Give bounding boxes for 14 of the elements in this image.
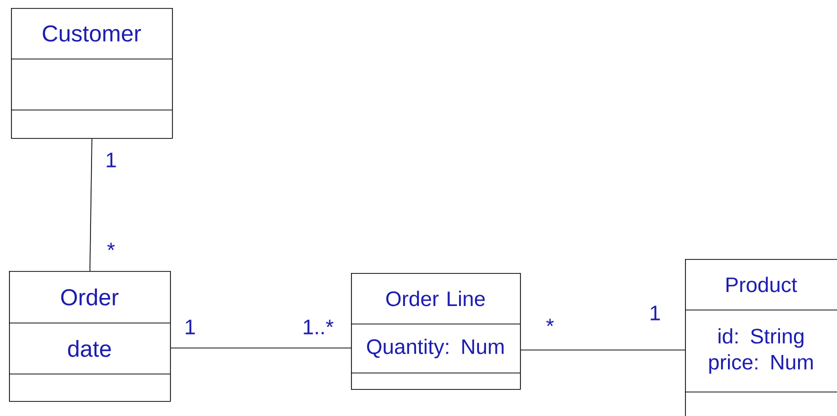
class-name: Order bbox=[61, 288, 119, 306]
association-line bbox=[90, 138, 92, 272]
multiplicity-label: 1 bbox=[186, 320, 195, 334]
attribute-text: date bbox=[68, 340, 111, 357]
attribute-text: id: String price: Num bbox=[709, 328, 813, 374]
attribute-text: Quantity: Num bbox=[367, 338, 504, 358]
multiplicity-label: 1..* bbox=[304, 320, 334, 334]
multiplicity-label: 1 bbox=[106, 152, 116, 168]
multiplicity-label: * bbox=[107, 242, 115, 250]
multiplicity-label: 1 bbox=[650, 306, 660, 320]
class-name: Customer bbox=[42, 25, 141, 42]
class-name: Product bbox=[726, 276, 798, 292]
multiplicity-label: * bbox=[546, 318, 554, 326]
class-name: Order Line bbox=[386, 290, 485, 306]
